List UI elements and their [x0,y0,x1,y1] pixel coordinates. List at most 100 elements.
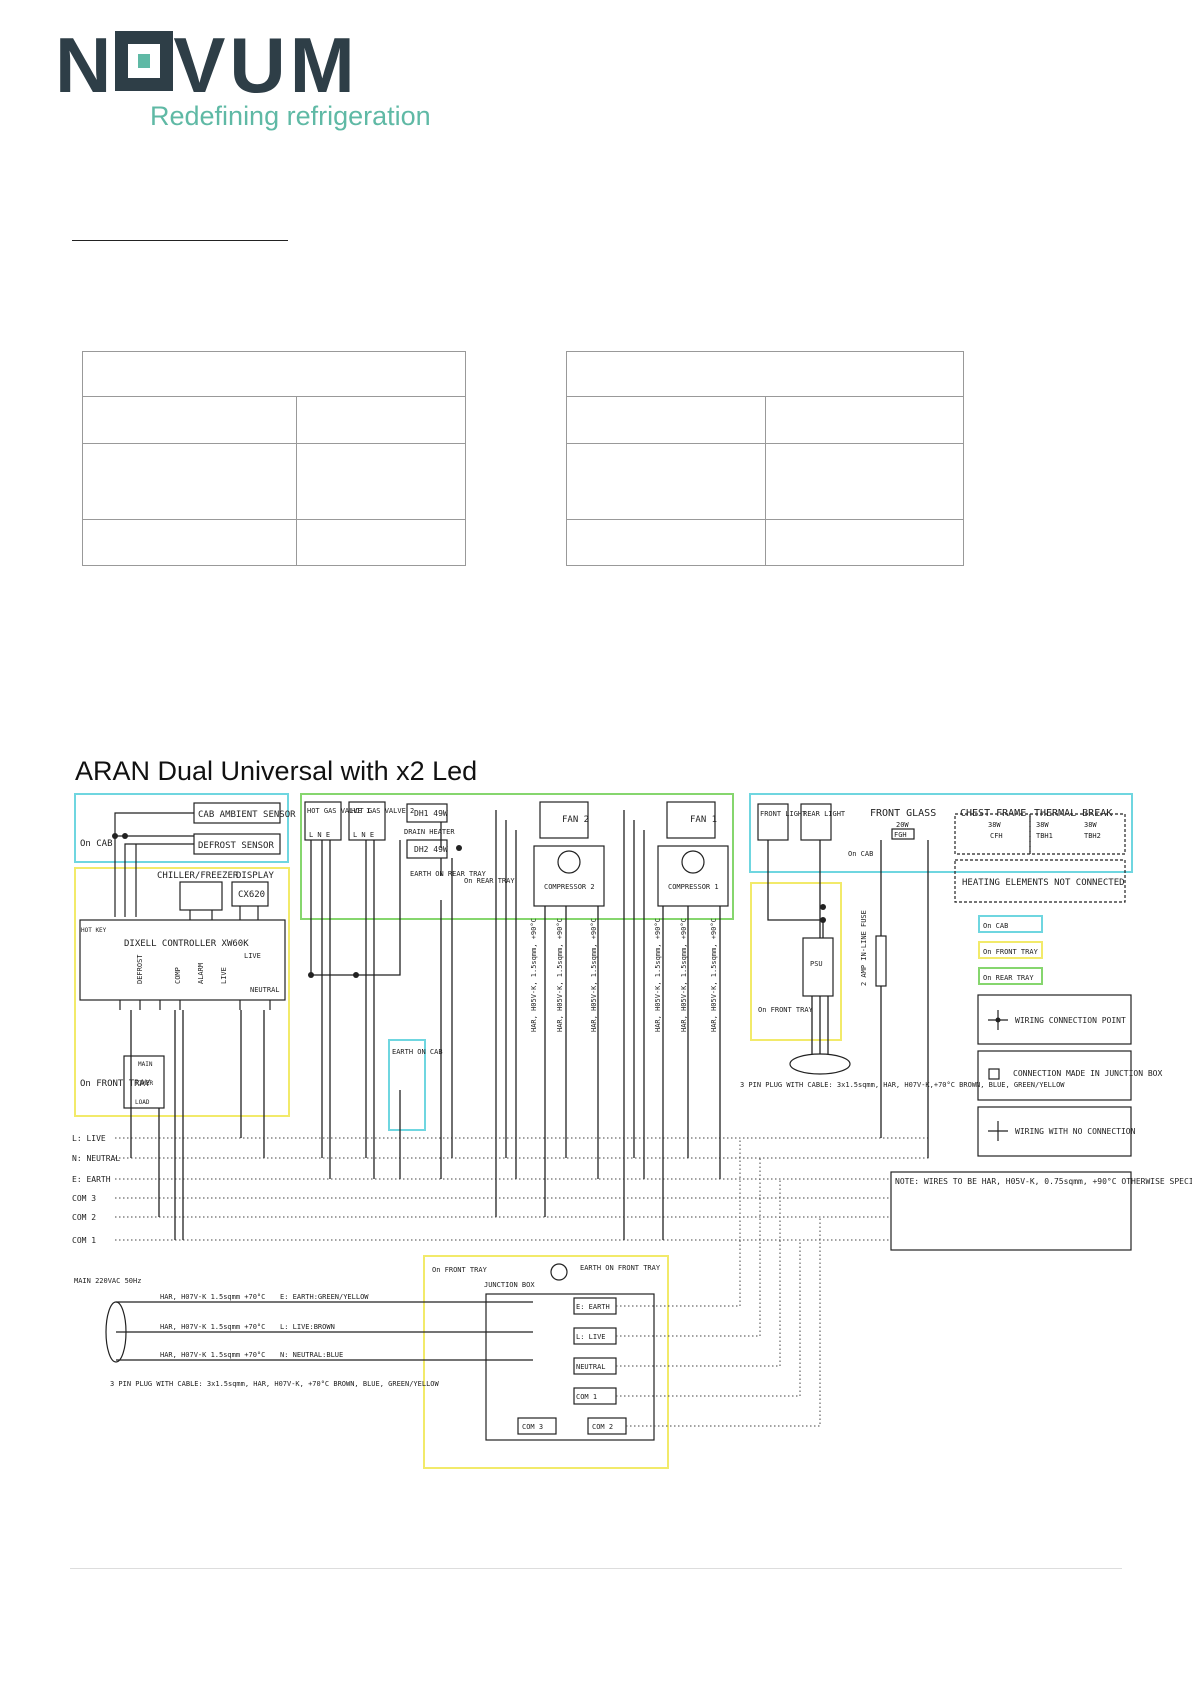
front-glass-label: FRONT GLASS [870,808,936,819]
earth-rear-tray-label: EARTH ON REAR TRAY [410,870,487,878]
cfh-label: CFH [990,832,1003,840]
main-plug-label: 3 PIN PLUG WITH CABLE: 3x1.5sqmm, HAR, H… [110,1380,440,1388]
jb-com3: COM 3 [522,1423,543,1431]
fan1-label: FAN 1 [690,815,717,825]
bus-neutral: N: NEUTRAL [72,1154,120,1163]
psu-zone [750,882,842,1041]
earth-cab-zone [388,1039,426,1131]
chiller-freezer-label: CHILLER/FREEZER [157,871,239,881]
thermal-break-label: THERMAL BREAK [1034,808,1112,819]
wiring-note: NOTE: WIRES TO BE HAR, H05V-K, 0.75sqmm,… [895,1177,1192,1186]
timer-label: TIMER [135,1080,153,1087]
heading-underline [72,240,288,241]
footer-divider [70,1568,1122,1569]
tbh2-label: TBH2 [1084,832,1101,840]
bus-com3: COM 3 [72,1194,96,1203]
on-cab-label: On CAB [80,839,113,849]
compressor2-label: COMPRESSOR 2 [544,883,595,891]
legend-junction: CONNECTION MADE IN JUNCTION BOX [1013,1069,1162,1078]
hgv1-lne: L N E [309,831,330,839]
dh1-label: DH1 49W [414,809,448,818]
junction-zone [423,1255,669,1469]
legend-rear: On REAR TRAY [983,974,1034,982]
supply-live: L: LIVE:BROWN [280,1323,335,1331]
relay-comp: COMP [174,967,182,984]
supply-neutral: N: NEUTRAL:BLUE [280,1351,343,1359]
relay-defrost: DEFROST [136,954,144,984]
fuse-label: 2 AMP IN-LINE FUSE [860,910,868,986]
compressor1-label: COMPRESSOR 1 [668,883,719,891]
earth-on-cab: EARTH ON CAB [392,1048,443,1056]
cab-lights-zone [749,793,1133,873]
timer-load: LOAD [135,1099,150,1106]
controller-neutral: NEUTRAL [250,986,280,994]
diagram-title: ARAN Dual Universal with x2 Led [75,756,478,786]
cfh-watts: 38W [988,821,1001,829]
lights-on-cab: On CAB [848,850,873,858]
hgv2-lne: L N E [353,831,374,839]
cable-spec-6: HAR, H05V-K, 1.5sqmm, +90°C [710,918,718,1032]
timer-main: MAIN [138,1061,153,1068]
legend-wiring-point: WIRING CONNECTION POINT [1015,1016,1126,1025]
psu-plug-label: 3 PIN PLUG WITH CABLE: 3x1.5sqmm, HAR, H… [740,1081,1065,1089]
spec-table-left [82,351,466,566]
display-label: DISPLAY [236,871,275,881]
supply-cable-e: HAR, H07V-K 1.5sqmm +70°C [160,1293,265,1301]
front-tray-label: On FRONT TRAY [80,1079,151,1089]
legend-no-connection: WIRING WITH NO CONNECTION [1015,1127,1136,1136]
hot-key-label: HOT KEY [81,927,107,934]
display-model: CX620 [238,890,265,900]
front-light-label: FRONT LIGHT [760,810,807,818]
rear-tray-label: On REAR TRAY [464,877,515,885]
bus-com1: COM 1 [72,1236,96,1245]
wiring-diagram: CAB AMBIENT SENSOR DEFROST SENSOR On CAB… [72,793,1192,1469]
bus-live: L: LIVE [72,1134,106,1143]
controller-live: LIVE [244,952,261,960]
jb-earth: E: EARTH [576,1303,610,1311]
fan2-label: FAN 2 [562,815,589,825]
tbh2-watts: 38W [1084,821,1097,829]
dh2-label: DH2 49W [414,845,448,854]
tbh1-label: TBH1 [1036,832,1053,840]
jb-com1: COM 1 [576,1393,597,1401]
jb-neutral: NEUTRAL [576,1363,606,1371]
cable-spec-5: HAR, H05V-K, 1.5sqmm, +90°C [680,918,688,1032]
hot-gas-valve-1: HOT GAS VALVE 1 [307,807,370,815]
heating-not-connected: HEATING ELEMENTS NOT CONNECTED [962,878,1125,888]
bus-com2: COM 2 [72,1213,96,1222]
jb-com2: COM 2 [592,1423,613,1431]
fgh-label: FGH [894,831,907,839]
junction-box-label: JUNCTION BOX [484,1281,535,1289]
cable-spec-2: HAR, H05V-K, 1.5sqmm, +90°C [556,918,564,1032]
tbh1-watts: 38W [1036,821,1049,829]
cable-spec-3: HAR, H05V-K, 1.5sqmm, +90°C [590,918,598,1032]
defrost-sensor: DEFROST SENSOR [198,841,274,851]
on-cab-zone [74,793,289,863]
supply-earth: E: EARTH:GREEN/YELLOW [280,1293,369,1301]
hot-gas-valve-2: HOT GAS VALVE 2 [351,807,414,815]
relay-live: LIVE [220,967,228,984]
legend-front: On FRONT TRAY [983,948,1039,956]
spec-table-right [566,351,964,566]
legend-cab: On CAB [983,922,1008,930]
front-tray-zone [74,867,290,1117]
junction-front-tray: On FRONT TRAY [432,1266,488,1274]
jb-live: L: LIVE [576,1333,606,1341]
drain-heater-label: DRAIN HEATER [404,828,455,836]
rear-tray-zone [300,793,734,920]
logo-tagline: Redefining refrigeration [150,101,431,131]
supply-cable-l: HAR, H07V-K 1.5sqmm +70°C [160,1323,265,1331]
bus-earth: E: EARTH [72,1175,111,1184]
relay-alarm: ALARM [197,963,205,984]
controller-label: DIXELL CONTROLLER XW60K [124,939,249,949]
rear-light-label: REAR LIGHT [803,810,846,818]
psu-label: PSU [810,960,823,968]
earth-front-tray: EARTH ON FRONT TRAY [580,1264,661,1272]
chest-frame-label: CHEST FRAME [960,808,1026,819]
cab-ambient-sensor: CAB AMBIENT SENSOR [198,810,296,820]
logo-o-icon [115,31,174,91]
supply-cable-n: HAR, H07V-K 1.5sqmm +70°C [160,1351,265,1359]
cable-spec-1: HAR, H05V-K, 1.5sqmm, +90°C [530,918,538,1032]
psu-front-tray: On FRONT TRAY [758,1006,814,1014]
